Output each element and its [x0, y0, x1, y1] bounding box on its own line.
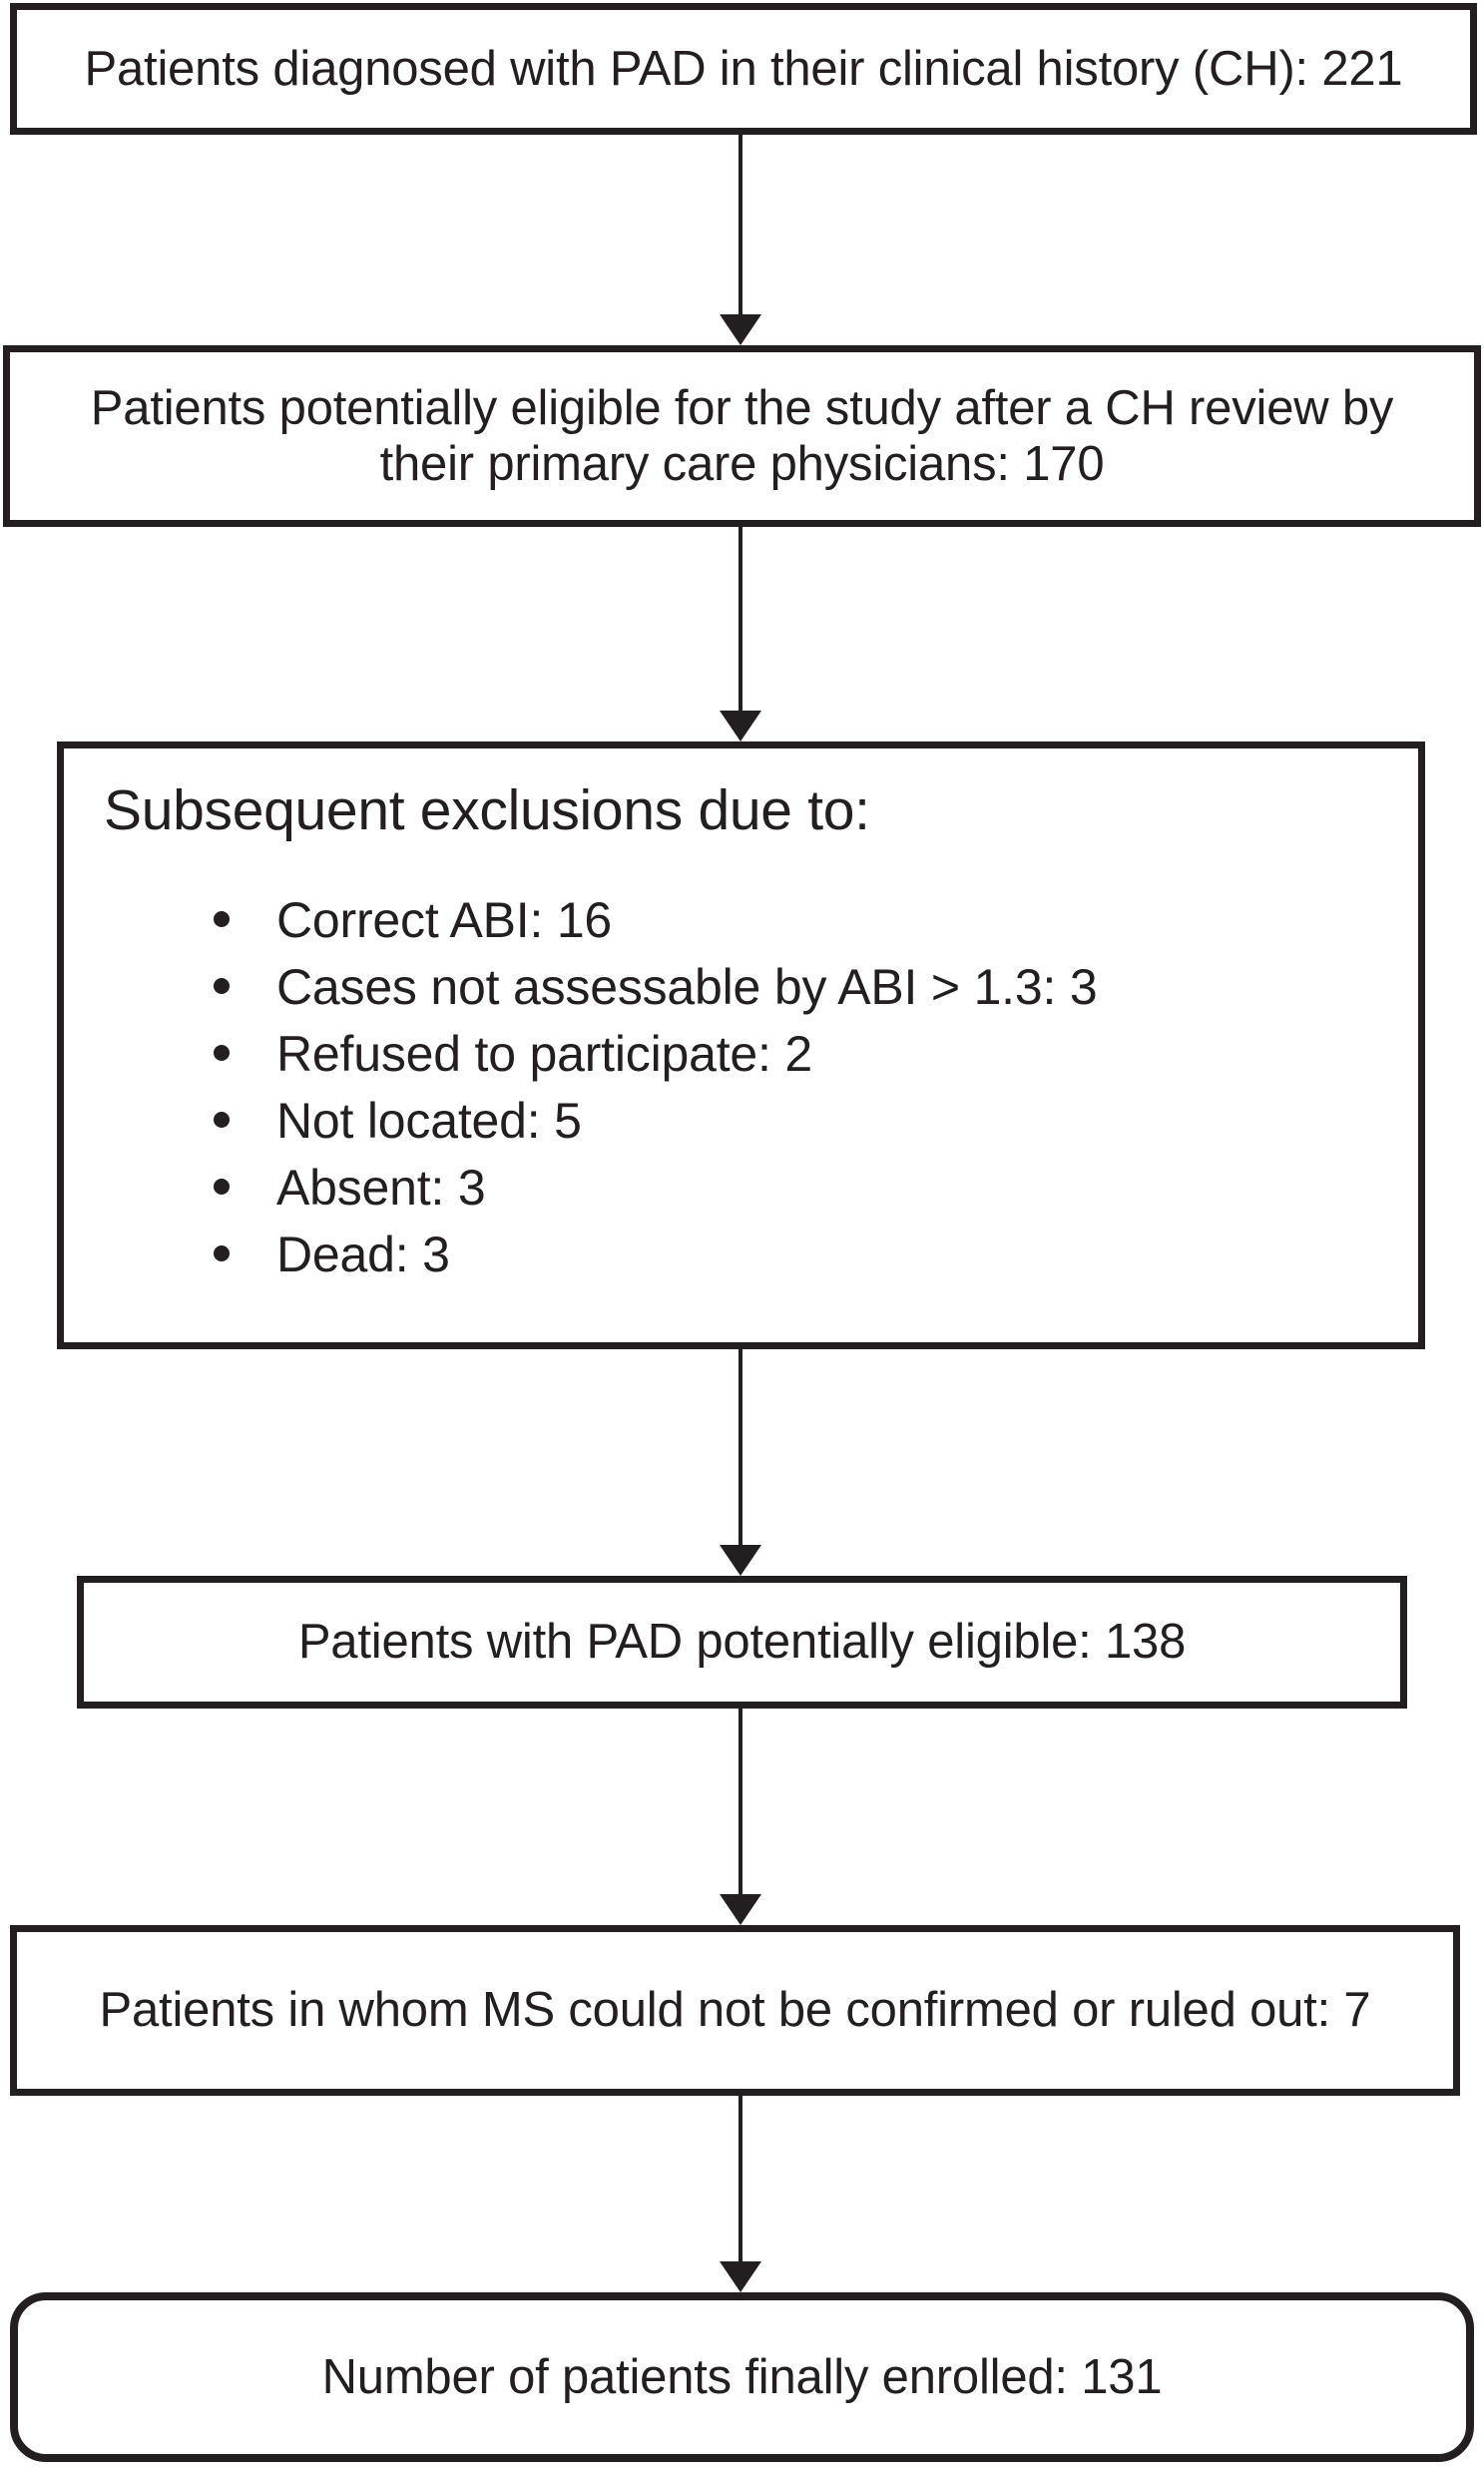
box-ms-not-confirmed: Patients in whom MS could not be confirm… [10, 1925, 1460, 2096]
box-eligible-line-2: their primary care physicians: 170 [379, 437, 1105, 491]
arrow-head-icon [720, 711, 761, 741]
arrow-head-icon [720, 1894, 761, 1925]
bullet-dot-icon [214, 1045, 230, 1061]
exclusions-item: Cases not assessable by ABI > 1.3: 3 [214, 957, 1418, 1024]
exclusions-item-text: Refused to participate: 2 [276, 1026, 812, 1082]
arrow-line [739, 135, 742, 314]
arrow-down-1 [719, 135, 762, 345]
arrow-line [739, 1349, 742, 1545]
exclusions-title: Subsequent exclusions due to: [104, 778, 870, 842]
box-eligible-ch-review-text: Patients potentially eligible for the st… [90, 380, 1394, 493]
bullet-dot-icon [214, 911, 230, 927]
arrow-line [739, 1709, 742, 1894]
exclusions-item-text: Absent: 3 [276, 1160, 486, 1216]
exclusions-item: Refused to participate: 2 [214, 1024, 1418, 1091]
exclusions-item-text: Cases not assessable by ABI > 1.3: 3 [276, 959, 1098, 1015]
arrow-down-5 [719, 2096, 762, 2292]
exclusions-item-text: Correct ABI: 16 [276, 892, 613, 948]
box-eligible-ch-review: Patients potentially eligible for the st… [3, 345, 1481, 527]
exclusions-item: Dead: 3 [214, 1225, 1418, 1291]
box-finally-enrolled-text: Number of patients finally enrolled: 131 [321, 2349, 1163, 2404]
arrow-down-3 [719, 1349, 762, 1576]
bullet-dot-icon [214, 1245, 230, 1261]
box-patients-diagnosed-text: Patients diagnosed with PAD in their cli… [84, 41, 1403, 96]
arrow-head-icon [720, 314, 761, 345]
exclusions-list: Correct ABI: 16 Cases not assessable by … [64, 890, 1418, 1291]
box-exclusions: Subsequent exclusions due to: Correct AB… [57, 741, 1425, 1349]
arrow-down-4 [719, 1709, 762, 1925]
box-finally-enrolled: Number of patients finally enrolled: 131 [10, 2292, 1474, 2462]
box-pad-eligible: Patients with PAD potentially eligible: … [77, 1576, 1407, 1709]
arrow-down-2 [719, 527, 762, 741]
bullet-dot-icon [214, 1112, 230, 1128]
exclusions-item-text: Not located: 5 [276, 1093, 582, 1149]
arrow-head-icon [720, 2261, 761, 2292]
exclusions-item: Correct ABI: 16 [214, 890, 1418, 957]
arrow-head-icon [720, 1545, 761, 1576]
box-patients-diagnosed: Patients diagnosed with PAD in their cli… [10, 3, 1477, 135]
exclusions-item: Not located: 5 [214, 1091, 1418, 1158]
box-pad-eligible-text: Patients with PAD potentially eligible: … [297, 1615, 1187, 1670]
box-eligible-line-1: Patients potentially eligible for the st… [90, 380, 1394, 435]
box-ms-not-confirmed-text: Patients in whom MS could not be confirm… [99, 1983, 1371, 2038]
exclusions-item-text: Dead: 3 [276, 1227, 450, 1282]
exclusions-item: Absent: 3 [214, 1158, 1418, 1225]
bullet-dot-icon [214, 1179, 230, 1195]
bullet-dot-icon [214, 978, 230, 994]
arrow-line [739, 527, 742, 711]
arrow-line [739, 2096, 742, 2261]
